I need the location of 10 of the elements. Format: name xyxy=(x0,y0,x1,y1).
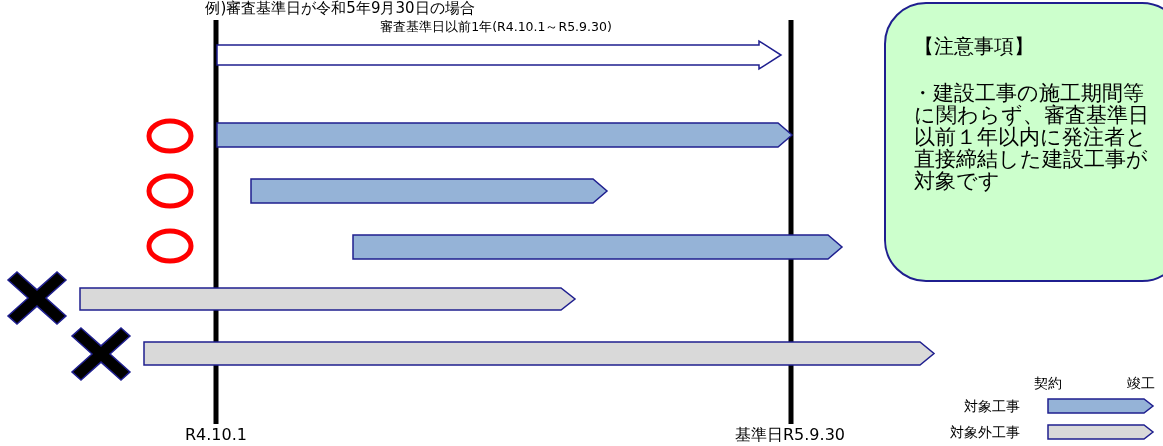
date-label: 基準日R5.9.30 xyxy=(734,426,846,444)
legend-label: 対象外工事 xyxy=(949,423,1020,441)
column-heading: 竣工 xyxy=(1126,374,1156,392)
legend-label: 対象工事 xyxy=(963,397,1020,415)
period-label: 審査基準日以前1年(R4.10.1～R5.9.30) xyxy=(379,19,613,35)
note-box xyxy=(884,2,1163,282)
column-heading: 契約 xyxy=(1033,374,1063,392)
note-heading: 【注意事項】 xyxy=(914,34,1034,58)
date-label: R4.10.1 xyxy=(184,426,248,444)
note-text: ・建設工事の施工期間等に関わらず、審査基準日以前１年以内に発注者と直接締結した建設工事が対象です xyxy=(914,82,1150,192)
